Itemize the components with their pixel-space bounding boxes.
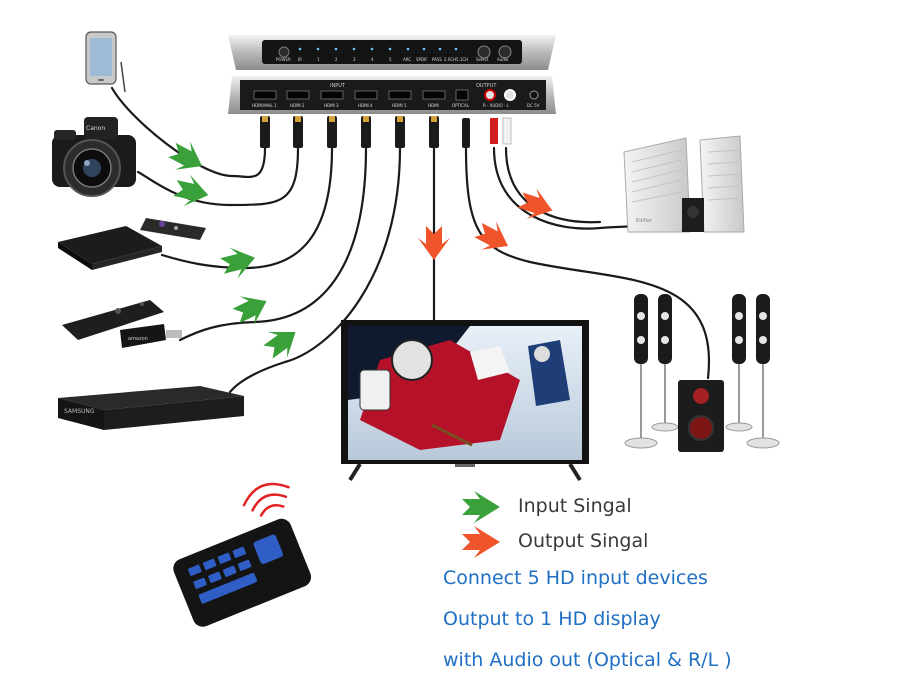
- port-label-hdmi2: HDMI 2: [290, 103, 305, 108]
- port-label-audio-rl: R · AUDIO · L: [483, 103, 509, 108]
- fire-stick-icon: amazon: [62, 300, 182, 348]
- port-label-hdmi1: HDMI/MHL 1: [252, 103, 277, 108]
- tv-icon: [341, 320, 589, 482]
- streaming-box-icon: [58, 218, 206, 270]
- front-label-5: 5: [389, 57, 392, 62]
- front-label-arc: ARC: [403, 57, 411, 62]
- port-label-dc5v: DC 5V: [527, 103, 540, 108]
- output-arrows: [418, 188, 553, 260]
- front-label-spdif: SPDIF: [416, 57, 428, 62]
- front-label-2ch: 2.0CH: [444, 57, 456, 62]
- front-label-audio: Audio: [497, 57, 509, 62]
- input-group-label: INPUT: [330, 83, 346, 89]
- cables: [110, 86, 711, 394]
- port-label-hdmi-out: HDMI: [428, 103, 439, 108]
- legend-output-label: Output Singal: [518, 530, 649, 552]
- bluray-brand: SAMSUNG: [64, 408, 95, 415]
- port-label-hdmi4: HDMI 4: [358, 103, 373, 108]
- legend-output-icon: [462, 526, 500, 558]
- cable-connectors: [260, 116, 512, 148]
- camera-brand: Canon: [86, 125, 105, 132]
- front-label-51ch: 5.1CH: [456, 57, 468, 62]
- front-label-power: POWER: [276, 57, 291, 62]
- front-label-2: 2: [335, 57, 338, 62]
- legend-input-icon: [462, 491, 500, 523]
- home-theater-icon: [624, 294, 780, 452]
- smartphone-icon: [85, 31, 126, 93]
- input-arrows: [168, 141, 296, 359]
- output-group-label: OUTPUT: [476, 83, 497, 89]
- speaker-brand: Edifier: [636, 218, 653, 224]
- fire-stick-text: amazon: [128, 336, 148, 342]
- front-label-ir: IR: [298, 57, 302, 62]
- feature-line-3: with Audio out (Optical & R/L ): [443, 649, 732, 671]
- port-label-hdmi3: HDMI 3: [324, 103, 339, 108]
- bluray-player-icon: SAMSUNG: [58, 386, 244, 430]
- camera-icon: Canon: [52, 117, 136, 197]
- front-label-1: 1: [317, 57, 320, 62]
- front-label-pass: PASS: [432, 57, 442, 62]
- speaker-icon: Edifier: [623, 135, 745, 233]
- hdmi-switch: POWER IR 1 2 3 4 5 ARC SPDIF PASS 2.0CH …: [228, 35, 556, 114]
- remote-control-icon: [173, 482, 312, 627]
- front-label-4: 4: [371, 57, 374, 62]
- front-label-3: 3: [353, 57, 356, 62]
- port-label-hdmi5: HDMI 5: [392, 103, 407, 108]
- feature-line-2: Output to 1 HD display: [443, 608, 661, 630]
- feature-line-1: Connect 5 HD input devices: [443, 567, 708, 589]
- port-label-optical: OPTICAL: [452, 103, 470, 108]
- legend-input-label: Input Singal: [518, 495, 632, 517]
- front-label-select: Select: [476, 57, 489, 62]
